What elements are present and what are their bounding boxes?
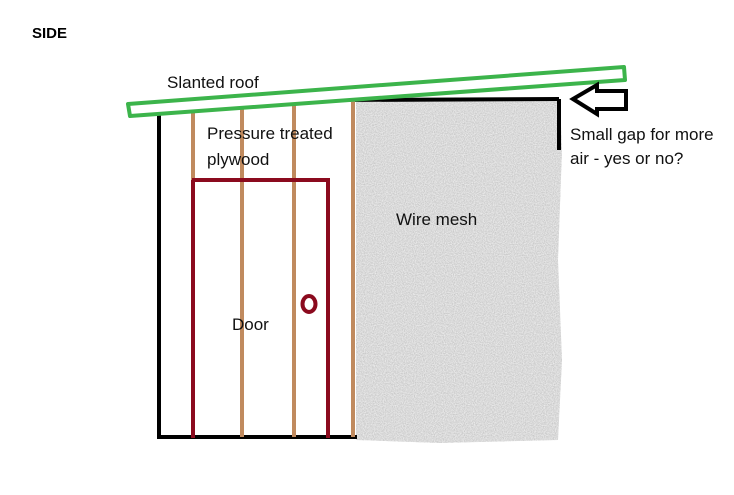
slanted-roof (126, 65, 627, 118)
door (191, 178, 330, 438)
wire-mesh-panel (356, 100, 562, 443)
gap-label-line1: Small gap for more (570, 125, 714, 144)
gap-label-line2: air - yes or no? (570, 149, 683, 168)
roof-label: Slanted roof (167, 73, 259, 92)
plywood-label-line1: Pressure treated (207, 124, 333, 143)
plywood-label-line2: plywood (207, 150, 269, 169)
door-label: Door (232, 315, 269, 334)
diagram-title: SIDE (32, 25, 67, 42)
mesh-label: Wire mesh (396, 210, 477, 229)
door-knob-icon (300, 294, 318, 314)
left-arrow-icon (569, 81, 628, 118)
